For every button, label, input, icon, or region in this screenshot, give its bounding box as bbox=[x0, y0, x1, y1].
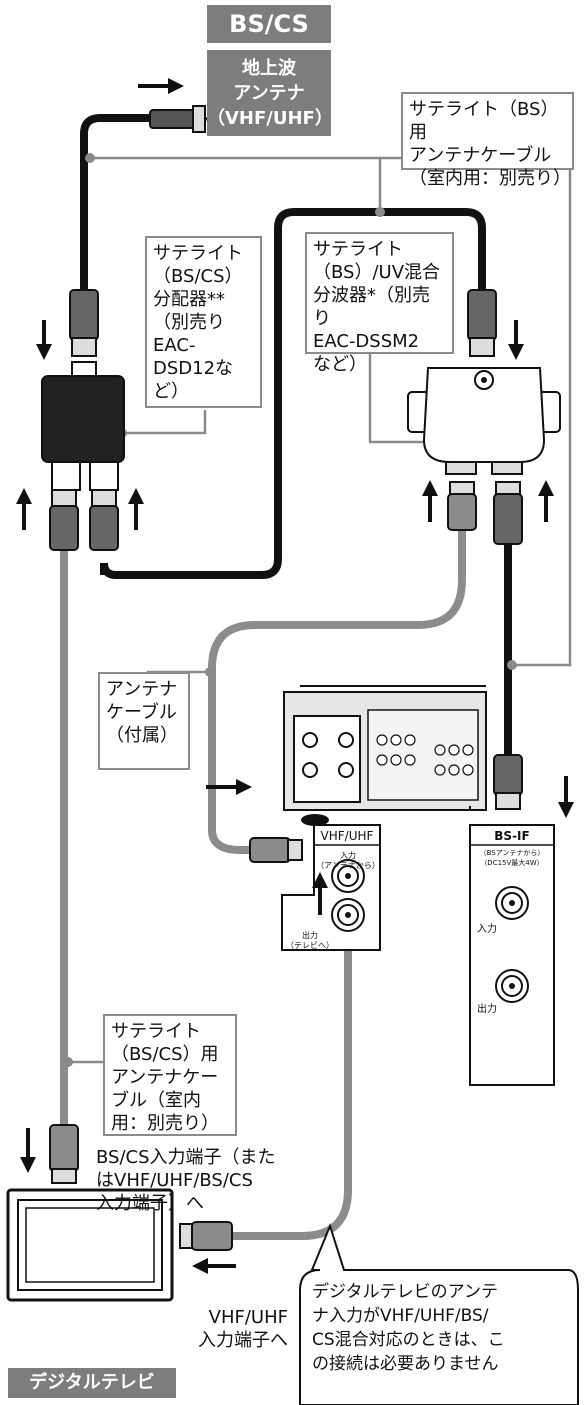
terrestrial-antenna-label-box: 地上波 アンテナ （VHF/UHF） bbox=[207, 50, 333, 136]
mixer-label: サテライト （BS）/UV混合 分波器*（別売り EAC-DSSM2 など） bbox=[305, 232, 454, 375]
vhf-panel-title: VHF/UHF bbox=[320, 829, 374, 843]
mixer-to-vhf-cable bbox=[208, 530, 466, 854]
vhf-panel-input-label: 入力 （アンテナから） bbox=[316, 851, 380, 870]
sat-bscs-cable-label: サテライト （BS/CS）用 アンテナケー ブル（室内 用：別売り） bbox=[103, 1014, 237, 1136]
digital-tv-device bbox=[6, 1188, 174, 1302]
antenna-cable-label: アンテナ ケーブル （付属） bbox=[98, 672, 190, 770]
splitter-to-mixer-cable bbox=[100, 208, 486, 579]
plug-mixer-out-right bbox=[493, 481, 523, 545]
vhf-out-to-tv-cable bbox=[220, 945, 352, 1240]
plug-mixer-out-left bbox=[447, 481, 477, 531]
plug-antenna-horizontal bbox=[149, 105, 212, 133]
recorder-device bbox=[283, 685, 487, 835]
plug-vhf-in bbox=[249, 837, 303, 863]
sat-bs-cable-label: サテライト（BS）用 アンテナケーブル （室内用：別売り） bbox=[401, 92, 574, 189]
vhf-panel-output-label: 出力 （テレビへ） bbox=[286, 931, 334, 950]
vhf-uhf-panel bbox=[281, 824, 381, 951]
mixer-device bbox=[407, 367, 561, 475]
arrows bbox=[16, 78, 574, 1274]
plug-tv-vhf bbox=[179, 1221, 233, 1251]
plug-splitter-out-left bbox=[49, 489, 79, 551]
bsif-panel-sub-label: （BSアンテナから） （DC15V最大4W） bbox=[479, 849, 545, 867]
splitter-device bbox=[41, 361, 125, 491]
tv-bscs-input-label: BS/CS入力端子（また はVHF/UHF/BS/CS 入力端子）へ bbox=[96, 1147, 276, 1214]
bsif-panel-title: BS-IF bbox=[494, 829, 530, 843]
bsif-panel-input-label: 入力 bbox=[477, 924, 497, 935]
plug-tv-bscs bbox=[49, 1124, 79, 1184]
plug-splitter-in bbox=[69, 289, 99, 357]
plug-mixer-in bbox=[467, 289, 497, 357]
antenna-cable-to-splitter bbox=[80, 114, 168, 320]
note-callout bbox=[299, 1223, 579, 1405]
splitter-label: サテライト （BS/CS） 分配器** （別売り EAC- DSD12な ど） bbox=[145, 236, 262, 408]
bs-if-panel bbox=[469, 824, 555, 1086]
plug-bsif-in bbox=[493, 754, 523, 810]
tv-vhf-input-label: VHF/UHF 入力端子へ bbox=[198, 1307, 288, 1351]
bscs-label-box: BS/CS bbox=[207, 5, 331, 43]
note-text: デジタルテレビのアンテ ナ入力がVHF/UHF/BS/ CS混合対応のときは、こ… bbox=[312, 1282, 505, 1374]
plug-splitter-out-right bbox=[89, 489, 119, 551]
bsif-panel-output-label: 出力 bbox=[477, 1004, 497, 1015]
digital-tv-label: デジタルテレビ bbox=[8, 1368, 176, 1398]
